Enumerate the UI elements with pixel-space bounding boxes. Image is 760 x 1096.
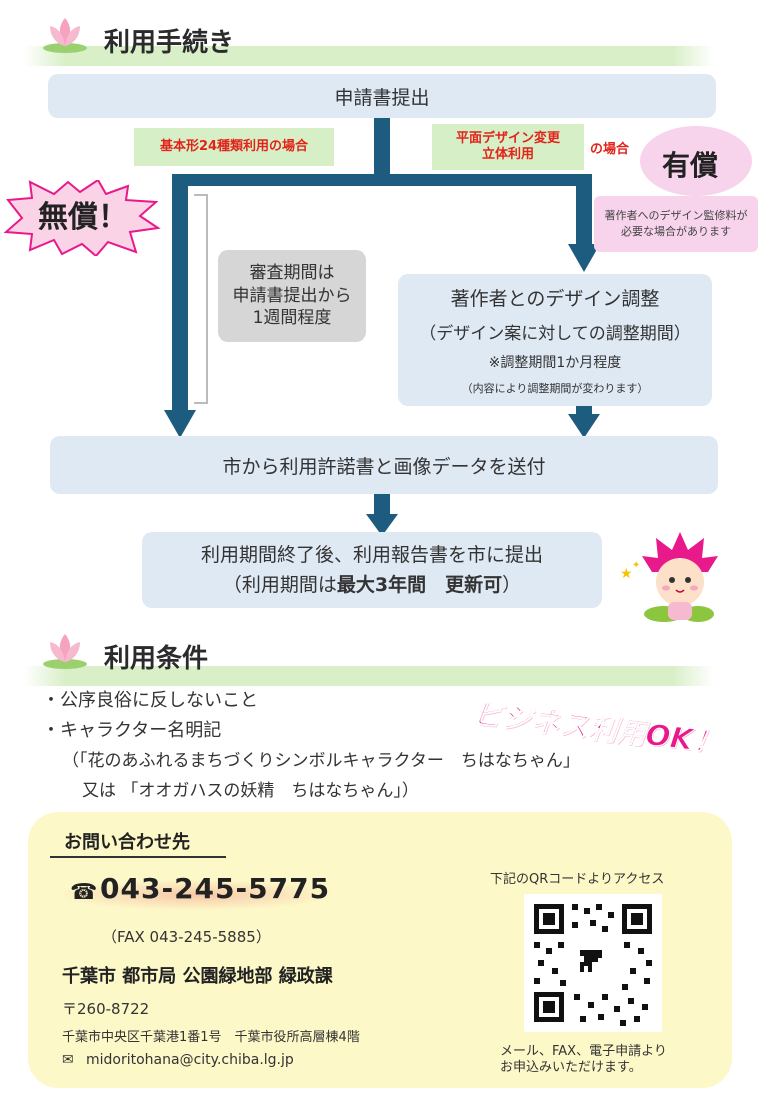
design-adjust-title: 著作者とのデザイン調整: [450, 288, 660, 310]
svg-text:✦: ✦: [632, 560, 640, 571]
condition-item-2: ・キャラクター名明記: [42, 720, 222, 741]
report-line2: （利用期間は最大3年間 更新可）: [223, 570, 521, 600]
arrow-left-head: [164, 410, 196, 438]
phone-highlight: [58, 880, 334, 910]
review-line3: 1週間程度: [252, 308, 332, 329]
lotus-icon: [43, 634, 87, 669]
address: 千葉市中央区千葉港1番1号 千葉市役所高層棟4階: [62, 1030, 360, 1045]
review-period-box: 審査期間は 申請書提出から 1週間程度: [218, 250, 366, 342]
free-badge-label: 無償！: [38, 200, 128, 235]
report-line1: 利用期間終了後、利用報告書を市に提出: [200, 543, 543, 566]
condition-line-3: （「花のあふれるまちづくりシンボルキャラクター ちはなちゃん」: [62, 751, 580, 771]
qr-caption: 下記のQRコードよりアクセス: [490, 872, 665, 887]
condition-item-1: ・公序良俗に反しないこと: [42, 690, 258, 711]
free-case-tag: 基本形24種類利用の場合: [134, 128, 334, 166]
design-adjust-box: 著作者とのデザイン調整 （デザイン案に対しての調整期間） ※調整期間1か月程度 …: [398, 274, 712, 406]
section-title-conditions: 利用条件: [104, 644, 209, 674]
arrow-left-stem: [172, 174, 188, 414]
arrow-right-head-2: [568, 414, 600, 438]
paid-case-suffix: の場合: [590, 142, 630, 157]
arrow-right-stem: [576, 174, 592, 246]
step-send: 市から利用許諾書と画像データを送付: [50, 436, 718, 494]
report-line2-bold: 最大3年間 更新可: [336, 574, 503, 596]
apply-note-line2: お申込みいただけます。: [500, 1060, 642, 1076]
paid-badge-label: 有償: [662, 149, 719, 182]
step-submit: 申請書提出: [48, 74, 716, 118]
free-badge-starburst: [3, 180, 161, 256]
mail-icon: ✉: [62, 1052, 74, 1068]
arrow-stem: [374, 118, 390, 180]
fax-number: （FAX 043-245-5885）: [102, 928, 271, 946]
review-line1: 審査期間は: [249, 262, 335, 283]
step-report: 利用期間終了後、利用報告書を市に提出 （利用期間は最大3年間 更新可）: [142, 532, 602, 608]
svg-text:★: ★: [620, 566, 633, 582]
design-adjust-note2: （内容により調整期間が変わります）: [461, 382, 649, 395]
lotus-icon: [43, 18, 87, 53]
design-adjust-note1: ※調整期間1か月程度: [488, 355, 622, 371]
paid-case-tag: 平面デザイン変更 立体利用: [432, 124, 584, 170]
arrow-right-head: [568, 244, 600, 272]
arrow-bottom-stem: [374, 494, 390, 516]
section-band: [24, 46, 714, 66]
report-line2-suffix: ）: [502, 574, 522, 596]
department-name: 千葉市 都市局 公園緑地部 緑政課: [62, 966, 333, 987]
mascot-chibana-illustration: ★ ✦: [620, 532, 718, 622]
apply-note: メール、FAX、電子申請より お申込みいただけます。: [500, 1044, 667, 1077]
paid-case-line2: 立体利用: [481, 147, 534, 162]
email-address[interactable]: midoritohana@city.chiba.lg.jp: [86, 1052, 294, 1068]
condition-line-4: 又は 「オオガハスの妖精 ちはなちゃん」）: [82, 781, 419, 801]
design-adjust-sub: （デザイン案に対しての調整期間）: [419, 324, 691, 344]
arrow-bottom-head: [366, 514, 398, 536]
arrow-right-stem-2: [576, 404, 592, 416]
review-line2: 申請書提出から: [232, 285, 352, 306]
apply-note-line1: メール、FAX、電子申請より: [500, 1044, 667, 1059]
section-title-procedure: 利用手続き: [104, 28, 235, 58]
section-band-2: [24, 666, 714, 686]
paid-case-line1: 平面デザイン変更: [455, 130, 560, 146]
period-bracket: [194, 194, 208, 404]
contact-heading-underline: [50, 856, 226, 858]
paid-note: 著作者へのデザイン監修料が必要な場合があります: [594, 196, 758, 252]
phone-number[interactable]: 043-245-5775: [100, 872, 331, 905]
qr-code-image[interactable]: [524, 894, 662, 1032]
contact-heading: お問い合わせ先: [64, 832, 190, 853]
phone-icon: ☎: [70, 880, 98, 905]
paid-badge-circle: [640, 126, 752, 196]
arrow-branch: [172, 174, 592, 186]
postal-code: 〒260-8722: [62, 1000, 150, 1018]
report-line2-prefix: （利用期間は: [222, 574, 337, 596]
